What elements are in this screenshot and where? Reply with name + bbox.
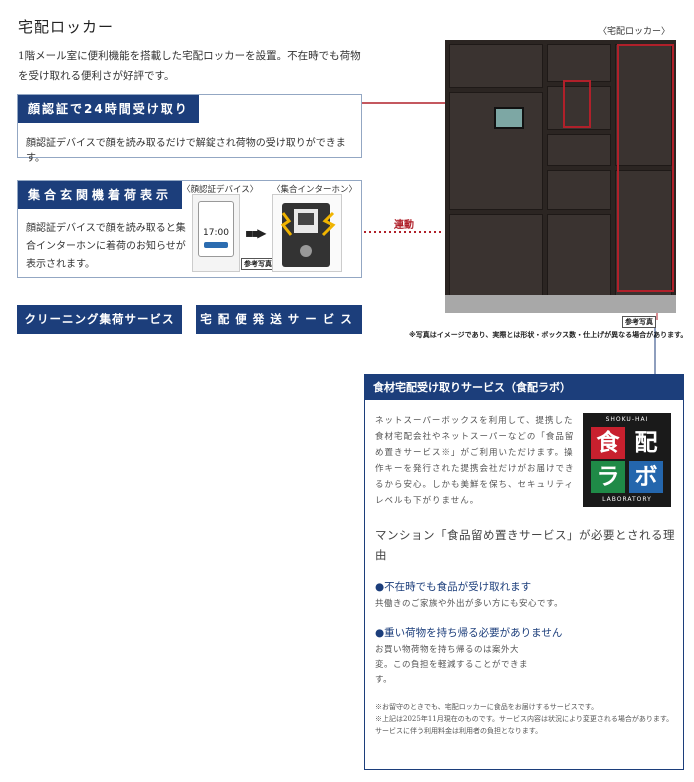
reason-title: マンション「食品留め置きサービス」が必要とされる理由 — [375, 528, 675, 562]
intro-text: 1階メール室に便利機能を搭載した宅配ロッカーを設置。不在時でも荷物を受け取れる便… — [18, 50, 361, 82]
page-title: 宅配ロッカー — [18, 18, 115, 36]
face-device-image: 17:00 — [192, 194, 240, 272]
device-caption: 〈顔認証デバイス〉 — [182, 185, 259, 195]
locker-door — [615, 44, 672, 166]
lab-description: ネットスーパーボックスを利用して、提携した食材宅配会社やネットスーパーなどの「食… — [375, 416, 575, 506]
footnote: ※上記は2025年11月現在のものです。サービス内容は状況により変更される場合が… — [375, 715, 674, 735]
shokuhai-lab-panel: 食材宅配受け取りサービス（食配ラボ） ネットスーパーボックスを利用して、提携した… — [364, 374, 684, 770]
point-title: ●重い荷物を持ち帰る必要がありません — [375, 627, 563, 639]
locker-note: ※写真はイメージであり、実際とは形状・ボックス数・仕上げが異なる場合があります。 — [409, 331, 688, 339]
face-device-bar-icon — [204, 242, 228, 248]
shokuhai-lab-logo: SHOKU-HAI 食 配 ラ ボ LABORATORY — [583, 413, 671, 507]
locker-control-panel — [449, 92, 543, 210]
point-body: 共働きのご家族や外出が多い方にも安心です。 — [375, 599, 564, 609]
locker-image — [445, 40, 676, 308]
locker-door — [547, 170, 611, 210]
locker-door — [547, 44, 611, 82]
feature-arrival-body: 顔認証デバイスで顔を読み取ると集合インターホンに着荷のお知らせが表示されます。 — [26, 223, 186, 270]
locker-base — [445, 295, 676, 313]
lab-header: 食材宅配受け取りサービス（食配ラボ） — [365, 375, 683, 400]
point-title: ●不在時でも食品が受け取れます — [375, 581, 532, 593]
locker-caption: 〈宅配ロッカー〉 — [598, 27, 671, 37]
feature-face-auth-header: 顔認証で24時間受け取り — [18, 95, 199, 123]
logo-char: 配 — [629, 427, 663, 459]
point-body: お買い物荷物を持ち帰るのは案外大変。この負担を軽減することができます。 — [375, 645, 529, 685]
logo-char: 食 — [591, 427, 625, 459]
locker-reference-label: 参考写真 — [622, 316, 656, 328]
locker-door — [449, 214, 543, 296]
feature-arrival-display: 集合玄関機着荷表示 顔認証デバイスで顔を読み取ると集合インターホンに着荷のお知ら… — [17, 180, 362, 278]
face-device-time: 17:00 — [203, 228, 229, 238]
locker-door — [449, 44, 543, 88]
intercom-device-icon — [294, 209, 318, 257]
locker-door — [615, 170, 672, 296]
face-device-highlight — [563, 80, 591, 128]
delivery-service-button: 宅配便発送サービス — [196, 305, 362, 334]
netsuper-box-highlight — [617, 44, 674, 292]
face-device-screen: 17:00 — [198, 201, 234, 257]
logo-bottom-text: LABORATORY — [602, 496, 652, 503]
logo-top-text: SHOKU-HAI — [605, 416, 649, 423]
locker-door — [547, 134, 611, 166]
relay-label: 連動 — [394, 220, 414, 231]
intercom-image — [272, 194, 342, 272]
feature-face-auth: 顔認証で24時間受け取り 顔認証デバイスで顔を読み取るだけで解錠され荷物の受け取… — [17, 94, 362, 164]
intercom-flash-icon — [280, 211, 336, 237]
arrow-right-icon: ▪▪▶ — [245, 226, 266, 240]
footnote: ※お留守のときでも、宅配ロッカーに食品をお届けするサービスです。 — [375, 703, 599, 711]
feature-arrival-header: 集合玄関機着荷表示 — [18, 181, 183, 209]
intercom-caption: 〈集合インターホン〉 — [272, 185, 358, 195]
cleaning-service-button: クリーニング集荷サービス — [17, 305, 182, 334]
logo-char: ラ — [591, 461, 625, 493]
footnotes: ※お留守のときでも、宅配ロッカーに食品をお届けするサービスです。 ※上記は202… — [375, 701, 677, 737]
feature-face-auth-body: 顔認証デバイスで顔を読み取るだけで解錠され荷物の受け取りができます。 — [26, 138, 346, 164]
logo-char: ボ — [629, 461, 663, 493]
locker-panel-screen — [494, 107, 524, 129]
locker-door — [547, 86, 611, 130]
locker-door — [547, 214, 611, 296]
